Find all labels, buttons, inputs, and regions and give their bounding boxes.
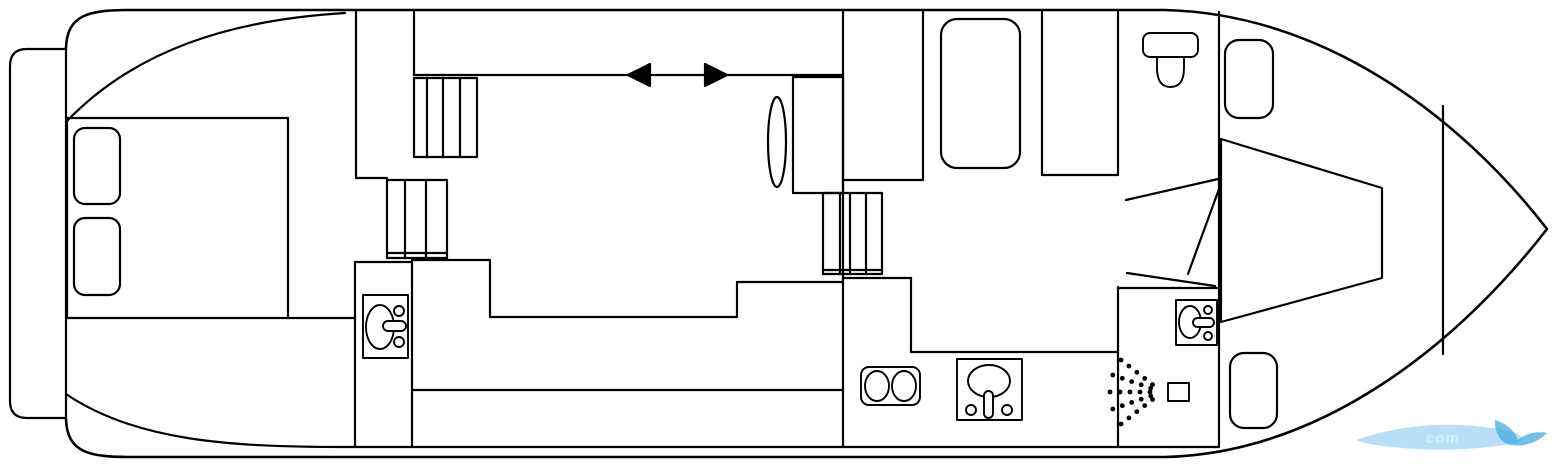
aft-cabin-bed	[65, 116, 290, 320]
aft-deck-curve-top	[64, 11, 347, 124]
watermark-text: com	[1426, 430, 1460, 447]
bow-cushion-top	[1223, 38, 1275, 120]
stove-icon	[860, 366, 921, 406]
swim-platform	[8, 47, 68, 420]
salon-settee	[410, 258, 845, 319]
hull-outline	[64, 8, 1549, 459]
watermark-wave-icon: com	[1356, 420, 1547, 450]
galley-sink-icon	[956, 358, 1023, 421]
sliding-door-arrow-icon	[626, 62, 729, 88]
aft-cabin-pillow-bottom	[72, 216, 122, 297]
aft-vanity-compartment	[353, 260, 414, 449]
mid-stairs	[821, 191, 884, 276]
toilet-icon	[1142, 32, 1199, 88]
aft-vanity-sink-icon	[362, 294, 409, 359]
shower-spray-icon	[1107, 357, 1190, 427]
forward-head-sink-icon	[1175, 299, 1218, 346]
aft-upper-stairs	[412, 76, 479, 159]
galley-counter	[841, 276, 1120, 354]
salon-cabinet	[791, 75, 845, 195]
door-swing-line-1	[1124, 177, 1220, 202]
aft-lower-stairs	[385, 178, 449, 260]
aft-cabin-pillow-top	[72, 126, 122, 206]
door-swing-line-3	[1125, 271, 1217, 288]
aft-deck-curve-bottom	[64, 392, 1221, 449]
door-swing-line-2	[1186, 187, 1221, 276]
bow-cushion-bottom	[1228, 351, 1279, 430]
guest-berth	[939, 17, 1022, 170]
salon-door-leaf	[766, 95, 788, 189]
v-berth	[1219, 137, 1384, 324]
